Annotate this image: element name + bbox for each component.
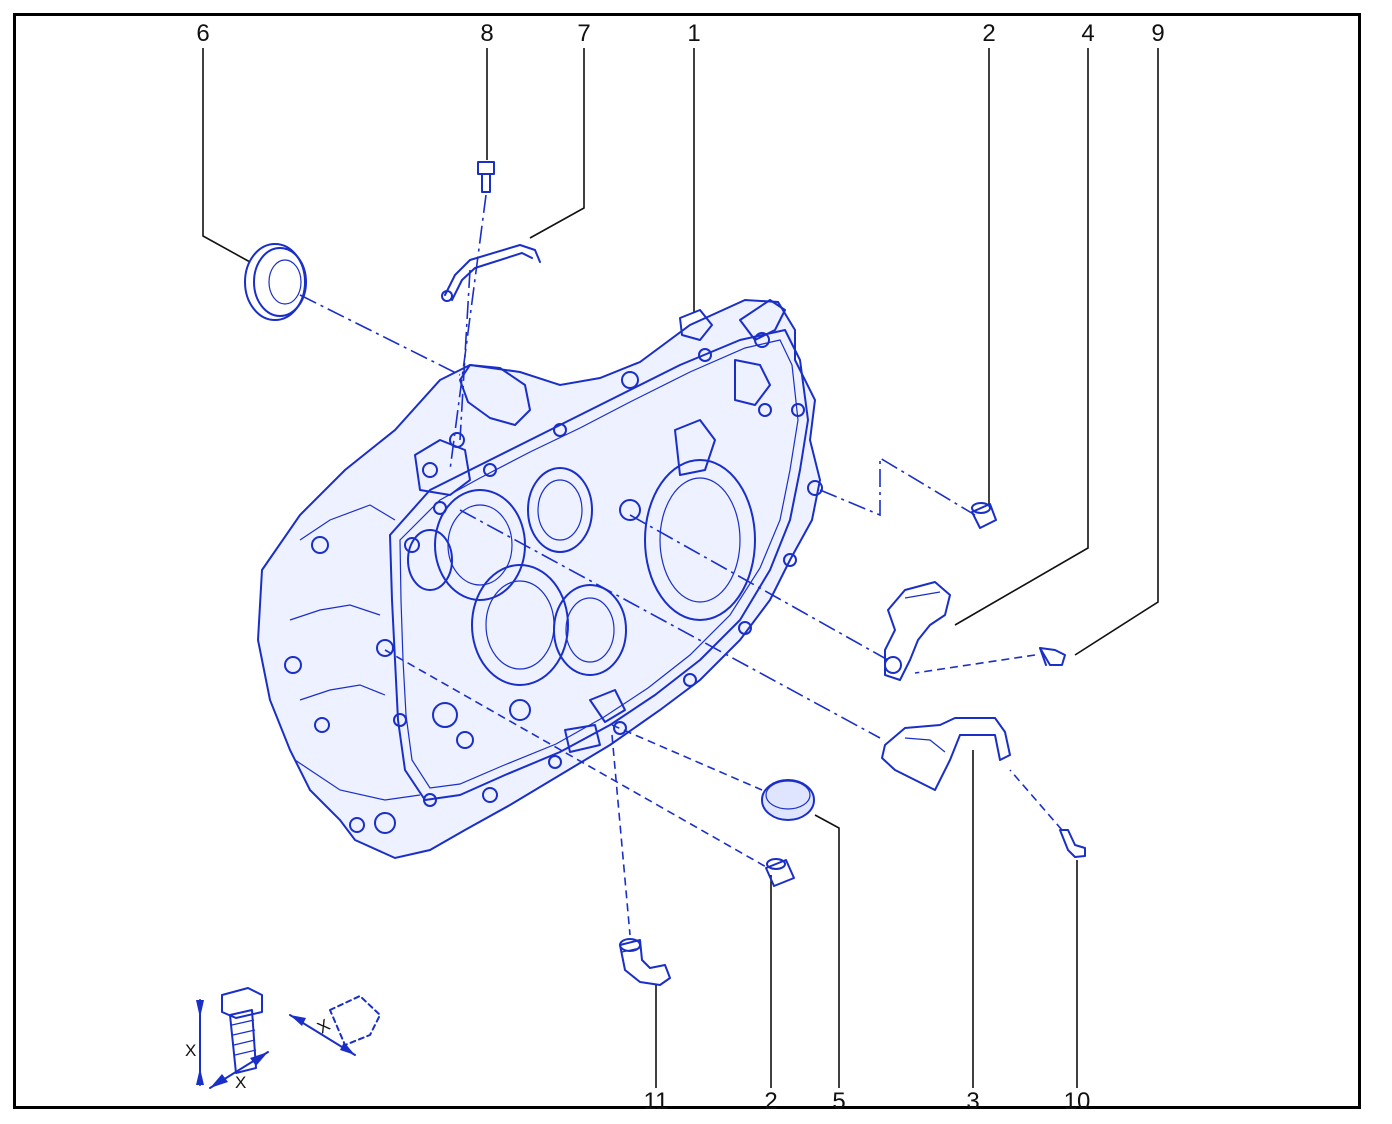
legend-glyphs	[196, 987, 381, 1089]
dowel-pin-top	[971, 502, 997, 529]
housing-details	[284, 299, 786, 834]
transmission-housing	[256, 298, 823, 860]
callout-4: 4	[1081, 20, 1095, 47]
flange-bolt-holes	[376, 332, 823, 807]
leader-9	[1074, 48, 1159, 656]
leader-5	[814, 814, 840, 1088]
plug-cap	[761, 779, 815, 821]
bracket-4	[884, 581, 951, 681]
callout-2-bottom: 2	[764, 1088, 778, 1115]
seal-ring	[244, 243, 307, 321]
callout-1: 1	[687, 20, 701, 47]
callout-6: 6	[196, 20, 210, 47]
callout-11: 11	[643, 1088, 669, 1115]
leader-6	[202, 48, 251, 263]
sensor-11	[619, 938, 671, 986]
legend-bolt-dim-horizontal: X	[235, 1073, 247, 1092]
callout-9: 9	[1151, 20, 1165, 47]
legend-bolt-dim-vertical: X	[185, 1041, 197, 1060]
leader-4	[954, 48, 1089, 626]
callout-5: 5	[832, 1088, 846, 1115]
leader-7	[529, 48, 585, 239]
callout-2-top: 2	[982, 20, 996, 47]
dowel-pin-bottom	[765, 858, 795, 887]
callout-8: 8	[480, 20, 494, 47]
callout-7: 7	[577, 20, 591, 47]
bracket-3	[881, 717, 1011, 791]
callout-3: 3	[966, 1088, 980, 1115]
bolt-10	[1059, 829, 1086, 858]
bearing-bores	[407, 459, 756, 749]
bolt-9	[1039, 647, 1066, 666]
bolt-8	[477, 161, 495, 193]
vent-pipe	[441, 244, 541, 302]
callout-10: 10	[1063, 1088, 1091, 1115]
leader-lines	[202, 48, 1159, 1088]
housing-flange	[389, 329, 809, 801]
assembly-axes	[299, 194, 1063, 936]
